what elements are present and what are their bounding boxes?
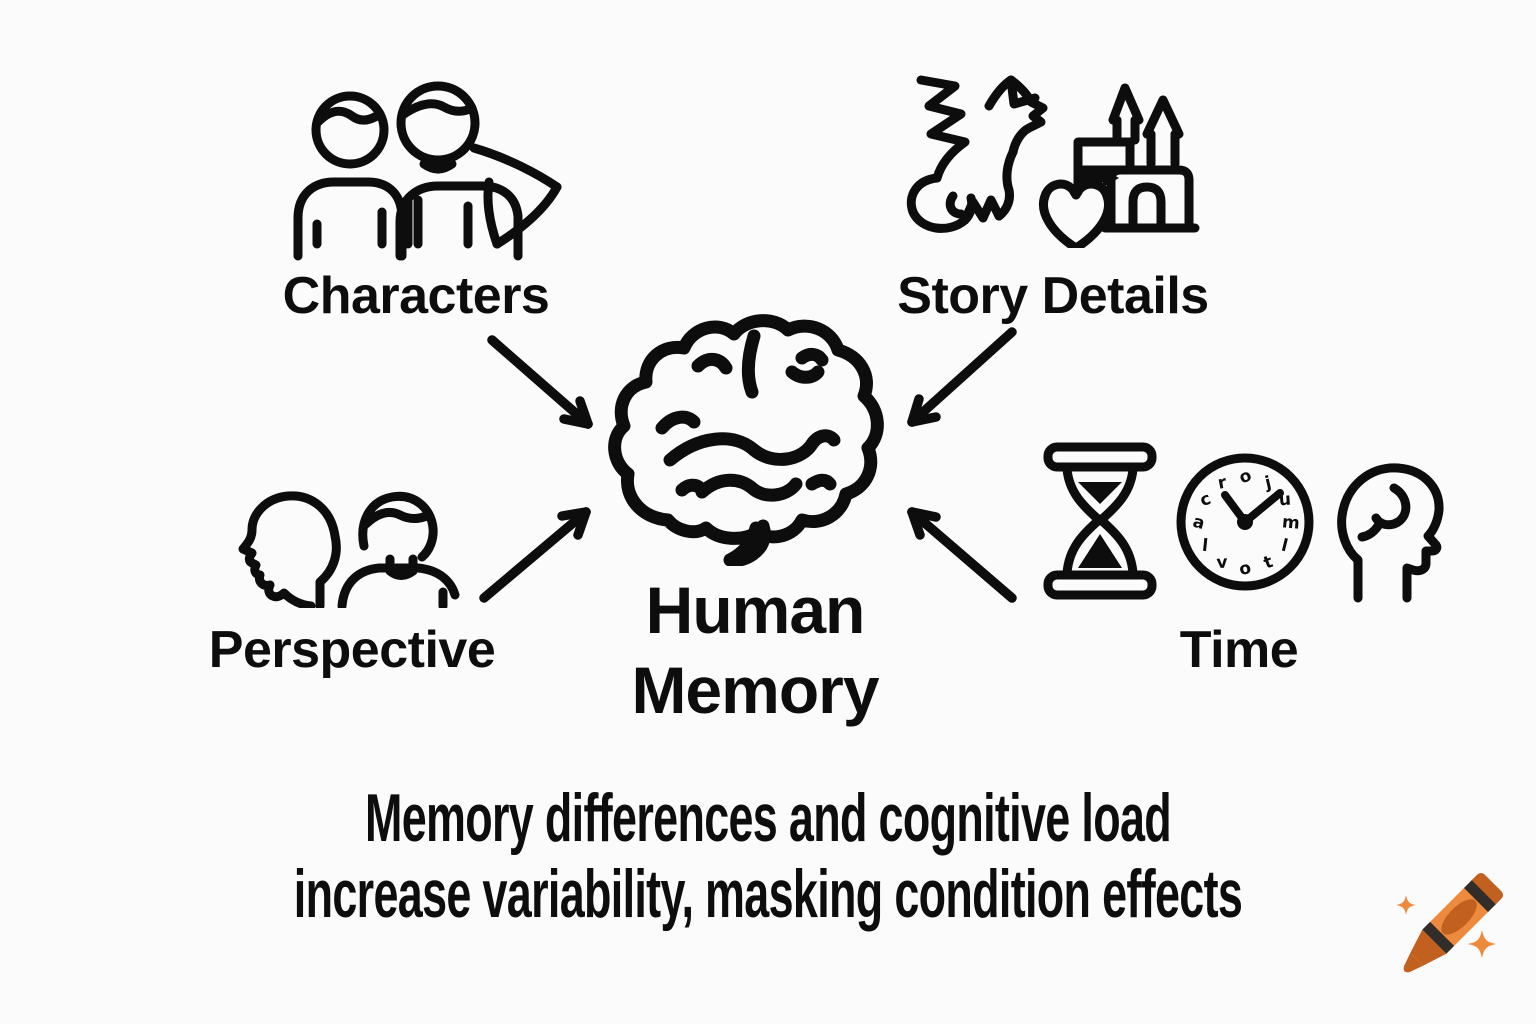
- human-memory-label: Human Memory: [600, 570, 910, 730]
- svg-text:m: m: [1281, 512, 1300, 533]
- characters-node: [288, 78, 568, 263]
- svg-text:v: v: [1216, 553, 1228, 574]
- person-icon: [337, 491, 460, 608]
- human-memory-node: [606, 308, 898, 566]
- perspective-label: Perspective: [208, 621, 496, 679]
- svg-text:o: o: [1237, 558, 1253, 580]
- arrow-perspective-to-brain: [479, 507, 591, 603]
- perspective-icons: [238, 491, 460, 608]
- caption: Memory differences and cognitive load in…: [261, 780, 1275, 932]
- svg-text:l: l: [1201, 536, 1209, 556]
- hourglass-icon: [1043, 442, 1157, 600]
- story-details-node: [893, 68, 1203, 248]
- human-memory-line1: Human: [645, 573, 866, 647]
- two-people-icon: [293, 81, 562, 261]
- caption-line2: increase variability, masking condition …: [293, 856, 1243, 932]
- head-with-arc-icon: [1337, 463, 1444, 603]
- human-memory-line2: Memory: [631, 653, 879, 727]
- arrow-story-details-to-brain: [907, 327, 1017, 427]
- caption-line1: Memory differences and cognitive load: [364, 780, 1172, 856]
- characters-label: Characters: [282, 267, 550, 325]
- head-profile-icon: [238, 491, 341, 608]
- crayon-logo-icon: [1396, 873, 1503, 973]
- story-details-icons: [906, 75, 1200, 248]
- dragon-icon: [906, 75, 1048, 233]
- svg-text:a: a: [1191, 512, 1207, 534]
- brain-icon: [608, 314, 884, 566]
- svg-text:l: l: [1279, 536, 1289, 557]
- castle-icon: [1100, 83, 1200, 233]
- svg-text:j: j: [1262, 473, 1273, 494]
- arrow-time-to-brain: [907, 507, 1017, 603]
- story-details-label: Story Details: [897, 267, 1209, 325]
- time-label: Time: [1179, 621, 1299, 679]
- perspective-node: [222, 458, 467, 608]
- arrow-characters-to-brain: [487, 335, 593, 429]
